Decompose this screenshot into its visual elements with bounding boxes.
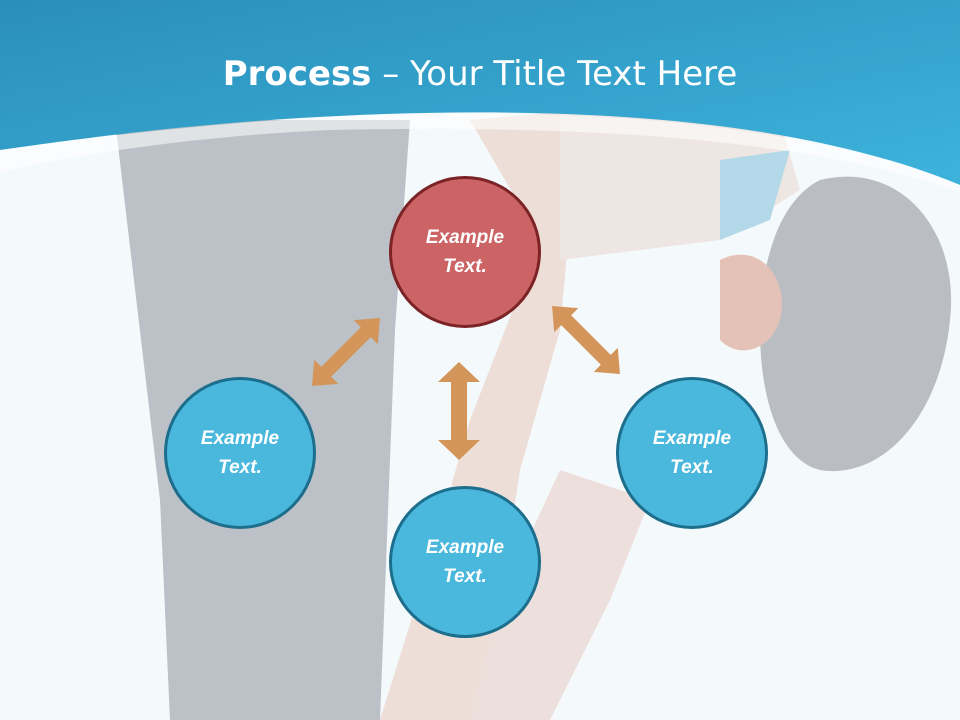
title-bold: Process (222, 54, 372, 94)
header-swoosh (0, 113, 960, 192)
left-node: Example Text. (164, 377, 316, 529)
right-node-label: Example Text. (652, 428, 732, 478)
left-node-label: Example Text. (200, 428, 280, 478)
header-band (0, 0, 960, 185)
title-rest: – Your Title Text Here (371, 54, 738, 94)
right-node: Example Text. (616, 377, 768, 529)
center-node: Example Text. (389, 176, 541, 328)
bottom-node-label: Example Text. (425, 537, 505, 587)
double-arrow-left (312, 318, 380, 386)
double-arrow-right (552, 306, 620, 374)
slide-title: Process – Your Title Text Here (0, 52, 960, 96)
center-node-label: Example Text. (425, 227, 505, 277)
double-arrow-vertical (438, 362, 480, 460)
bottom-node: Example Text. (389, 486, 541, 638)
